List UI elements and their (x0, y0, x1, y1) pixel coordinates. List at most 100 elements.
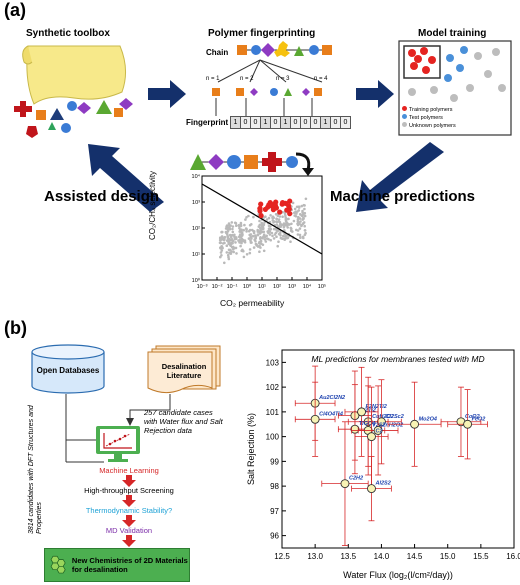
unknown-polymer-point (258, 219, 261, 223)
perm-y-tick-label: 10² (192, 226, 200, 232)
data-point (310, 414, 320, 424)
unknown-polymer-point (231, 245, 235, 249)
fingerprint-bit: 0 (311, 116, 321, 129)
data-point (373, 425, 383, 435)
model-training-illustration (398, 40, 512, 136)
unknown-polymer-point (221, 246, 224, 250)
chart-ylabel: Salt Rejection (%) (246, 413, 256, 485)
unknown-polymer-point (303, 214, 307, 218)
data-point-label: C2H2 (349, 476, 363, 482)
arrow-right-1-icon (148, 80, 186, 108)
unknown-polymer-point (260, 225, 264, 228)
unknown-polymer-point (219, 241, 222, 245)
unknown-polymer-point (235, 252, 238, 255)
assisted-design-label: Assisted design (44, 188, 160, 205)
unknown-polymer-point (298, 222, 301, 226)
unknown-polymer-point (290, 222, 293, 226)
y-tick-label: 96 (270, 532, 279, 541)
designed-polymer-point (257, 208, 263, 214)
chart-xlabel: Water Flux (log₂(l/cm²/day)) (343, 570, 453, 580)
unknown-polymer-point (242, 228, 245, 232)
unknown-polymer-point (282, 226, 286, 229)
unknown-polymer-point (250, 223, 253, 226)
designed-polymer-points (257, 198, 293, 219)
n-label-2: n = 2 (240, 76, 254, 82)
unknown-polymer-point (282, 222, 286, 225)
literature-pages-icon (147, 345, 221, 394)
unknown-polymer-point (239, 221, 243, 225)
unknown-polymer-point (258, 223, 262, 227)
unknown-polymer-point (252, 246, 256, 249)
perm-y-tick-label: 10⁰ (192, 277, 201, 284)
unknown-polymer-point (220, 230, 223, 234)
unknown-polymer-point (255, 244, 258, 247)
unknown-polymer-point (252, 230, 256, 233)
unknown-polymer-point (275, 235, 278, 238)
unknown-polymer-point (249, 241, 253, 244)
unknown-polymer-point (231, 227, 234, 231)
unknown-polymer-point (230, 250, 233, 253)
unknown-polymer-point (291, 201, 295, 205)
unknown-polymer-point (263, 235, 267, 239)
unknown-polymer-point (281, 215, 284, 218)
unknown-polymer-point (260, 242, 263, 245)
unknown-polymer-point (258, 244, 261, 248)
legend-label: Training polymers (409, 107, 453, 113)
data-point-label: CoO2 (465, 414, 480, 420)
data-point (367, 432, 376, 442)
unknown-polymer-point (269, 227, 273, 231)
chain-label: Chain (206, 48, 229, 57)
legend-dot-icon (402, 114, 407, 119)
legend-item-unknown: Unknown polymers (402, 122, 456, 130)
unknown-polymer-point (296, 233, 300, 236)
perm-x-tick-label: 10² (273, 284, 281, 290)
legend-label: Unknown polymers (409, 123, 456, 129)
unknown-polymer-point (245, 253, 249, 256)
unknown-polymer-point (272, 237, 276, 240)
data-point-group: FeO2 (447, 389, 488, 460)
unknown-polymer-point (258, 226, 262, 229)
unknown-polymer-point (262, 230, 266, 234)
unknown-polymer-point (259, 230, 263, 233)
designed-polymer-point (287, 198, 293, 204)
unknown-polymer-point (247, 237, 251, 240)
unknown-polymer-point (259, 239, 263, 243)
computer-monitor-icon (96, 426, 140, 462)
unknown-polymer-point (237, 223, 241, 227)
data-point (340, 479, 350, 489)
unknown-polymer-point (234, 221, 238, 225)
perm-y-tick-label: 10³ (192, 200, 200, 206)
data-point-group: C2H2 (321, 421, 369, 546)
legend-item-training: Training polymers (402, 106, 456, 114)
x-tick-label: 13.5 (340, 552, 356, 561)
unknown-polymer-point (220, 254, 223, 257)
machine-predictions-label: Machine predictions (330, 188, 476, 205)
unknown-polymer-point (284, 219, 288, 222)
unknown-polymer-point (223, 261, 226, 265)
unknown-polymer-point (250, 228, 254, 232)
synthetic-toolbox-illustration (14, 45, 133, 138)
y-tick-label: 98 (270, 482, 279, 491)
x-tick-label: 14.5 (407, 552, 423, 561)
data-point-group: TiGO4 (337, 384, 375, 475)
perm-x-tick-label: 10⁻² (212, 284, 223, 290)
unknown-polymer-point (303, 233, 307, 237)
data-point (463, 419, 473, 429)
x-tick-label: 12.5 (274, 552, 290, 561)
unknown-polymer-point (239, 244, 242, 248)
n-label-4: n = 4 (314, 76, 328, 82)
unknown-polymer-point (228, 251, 231, 254)
unknown-polymer-point (239, 230, 243, 234)
unknown-polymer-point (221, 236, 225, 239)
md-predictions-chart: ML predictions for membranes tested with… (246, 349, 520, 580)
arrow-up-left-icon (88, 144, 164, 212)
data-point (367, 484, 376, 494)
screening-step: High-throughput Screening (84, 486, 174, 495)
data-point-group: ZnH2O2 (357, 385, 403, 476)
data-point-label: V2S2 (372, 422, 385, 428)
unknown-polymer-point (240, 228, 243, 231)
data-point-label: ZnH2O2 (381, 422, 403, 428)
stability-step: Thermodynamic Stability? (85, 506, 173, 515)
n-label-1: n = 1 (206, 76, 220, 82)
